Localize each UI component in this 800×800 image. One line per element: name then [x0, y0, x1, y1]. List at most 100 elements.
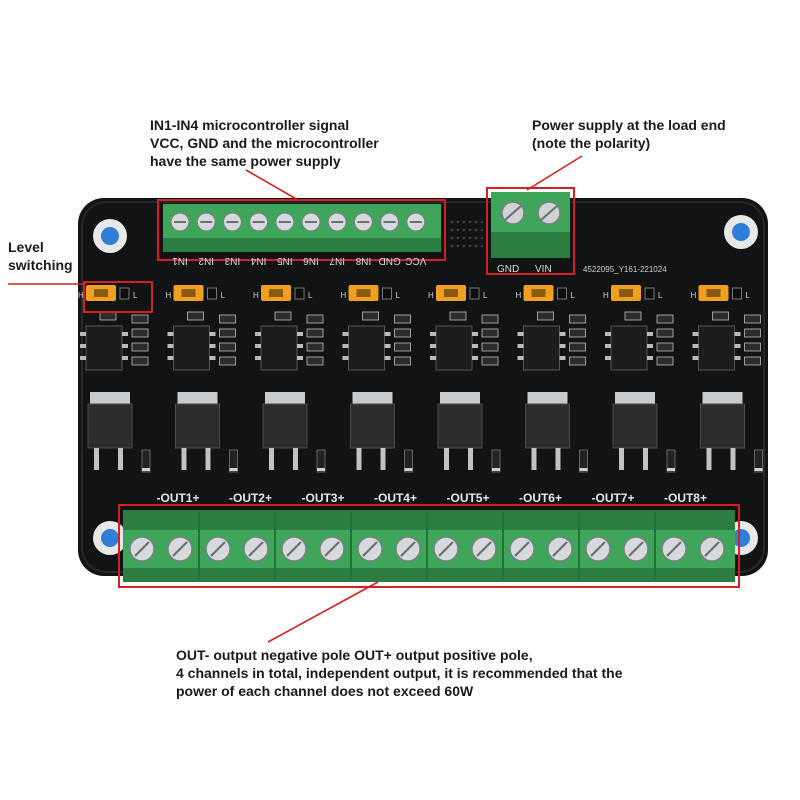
input-pin-label: VCC [405, 255, 426, 266]
jumper-h-label: H [603, 291, 609, 300]
jumper-h-label: H [341, 291, 347, 300]
header-pad-grid [450, 220, 484, 248]
pad-dot [450, 220, 454, 224]
input-screw [275, 212, 295, 232]
input-terminal-block [157, 199, 446, 261]
pad-dot [480, 220, 484, 224]
pad-dot [468, 244, 472, 248]
mosfet [525, 392, 570, 470]
mosfet [350, 392, 395, 470]
output-channel-label: -OUT3+ [301, 491, 344, 505]
jumper-l-label: L [221, 291, 226, 300]
callout-lines [8, 155, 583, 643]
pad-dot [456, 236, 460, 240]
pad-dot [480, 244, 484, 248]
smd-resistors [362, 311, 411, 366]
output-screw [319, 536, 345, 562]
output-screw [357, 536, 383, 562]
output-channel-label: -OUT7+ [591, 491, 634, 505]
mosfet [437, 392, 483, 470]
optocoupler-ic [342, 325, 391, 371]
pad-dot [462, 236, 466, 240]
input-screw [249, 212, 269, 232]
smd-resistors [99, 311, 149, 366]
pad-dot [480, 236, 484, 240]
pad-dot [456, 244, 460, 248]
output-terminal-block [118, 504, 740, 588]
jumper-l-label: L [658, 291, 663, 300]
smd-resistors [187, 311, 236, 366]
power-pin-gnd: GND [497, 264, 519, 275]
output-screw [281, 536, 307, 562]
optocoupler-ic [255, 325, 303, 371]
output-channel-label: -OUT4+ [374, 491, 417, 505]
pad-dot [450, 244, 454, 248]
level-switch-highlight [83, 281, 153, 313]
pad-dot [450, 228, 454, 232]
output-annotation: OUT- output negative pole OUT+ output po… [176, 647, 623, 699]
output-channel-labels: -OUT1+-OUT2+-OUT3+-OUT4+-OUT5+-OUT6+-OUT… [156, 491, 707, 505]
jumper-l-label: L [308, 291, 313, 300]
output-channel-label: -OUT2+ [229, 491, 272, 505]
input-terminal-highlight [157, 199, 446, 261]
output-screw [623, 536, 649, 562]
jumper-l-label: L [571, 291, 576, 300]
optocoupler-ic [80, 325, 128, 371]
pcb-board [78, 198, 768, 576]
pad-dot [450, 236, 454, 240]
output-screw [205, 536, 231, 562]
output-screw [509, 536, 535, 562]
output-channel-label: -OUT1+ [156, 491, 199, 505]
input-screw [170, 212, 190, 232]
output-screw [585, 536, 611, 562]
mosfet [175, 392, 220, 470]
smd-resistors [449, 311, 499, 366]
optocoupler-ic [167, 325, 216, 371]
optocoupler-ic [430, 325, 478, 371]
jumper-h-label: H [253, 291, 259, 300]
mosfet [262, 392, 308, 470]
input-pin-label: IN1 [172, 255, 188, 266]
pad-dot [468, 220, 472, 224]
input-screw [196, 212, 216, 232]
flyback-diode [404, 449, 413, 473]
output-channel-label: -OUT5+ [446, 491, 489, 505]
output-screw [471, 536, 497, 562]
pad-dot [456, 228, 460, 232]
jumper-h-label: H [516, 291, 522, 300]
flyback-diode [141, 449, 151, 473]
pad-dot [468, 228, 472, 232]
pad-dot [462, 228, 466, 232]
pad-dot [474, 244, 478, 248]
output-screw [433, 536, 459, 562]
optocoupler-ic [692, 325, 741, 371]
board-model-text: 4522095_Y161-221024 [583, 265, 667, 274]
output-callout-line [267, 581, 379, 643]
output-screw [129, 536, 155, 562]
jumper-h-label: H [428, 291, 434, 300]
jumper-l-label: L [483, 291, 488, 300]
input-screw [353, 212, 373, 232]
input-pin-label: IN5 [277, 255, 293, 266]
flyback-diode [754, 449, 763, 473]
level-annotation: Level switching [8, 239, 73, 273]
flyback-diode [579, 449, 588, 473]
output-screw [243, 536, 269, 562]
input-pin-label: IN6 [303, 255, 319, 266]
pad-dot [462, 244, 466, 248]
signal-callout-line [245, 169, 299, 201]
smd-resistors [624, 311, 674, 366]
mosfet [87, 392, 133, 470]
output-screw [661, 536, 687, 562]
flyback-diode [491, 449, 501, 473]
jumper-l-label: L [396, 291, 401, 300]
